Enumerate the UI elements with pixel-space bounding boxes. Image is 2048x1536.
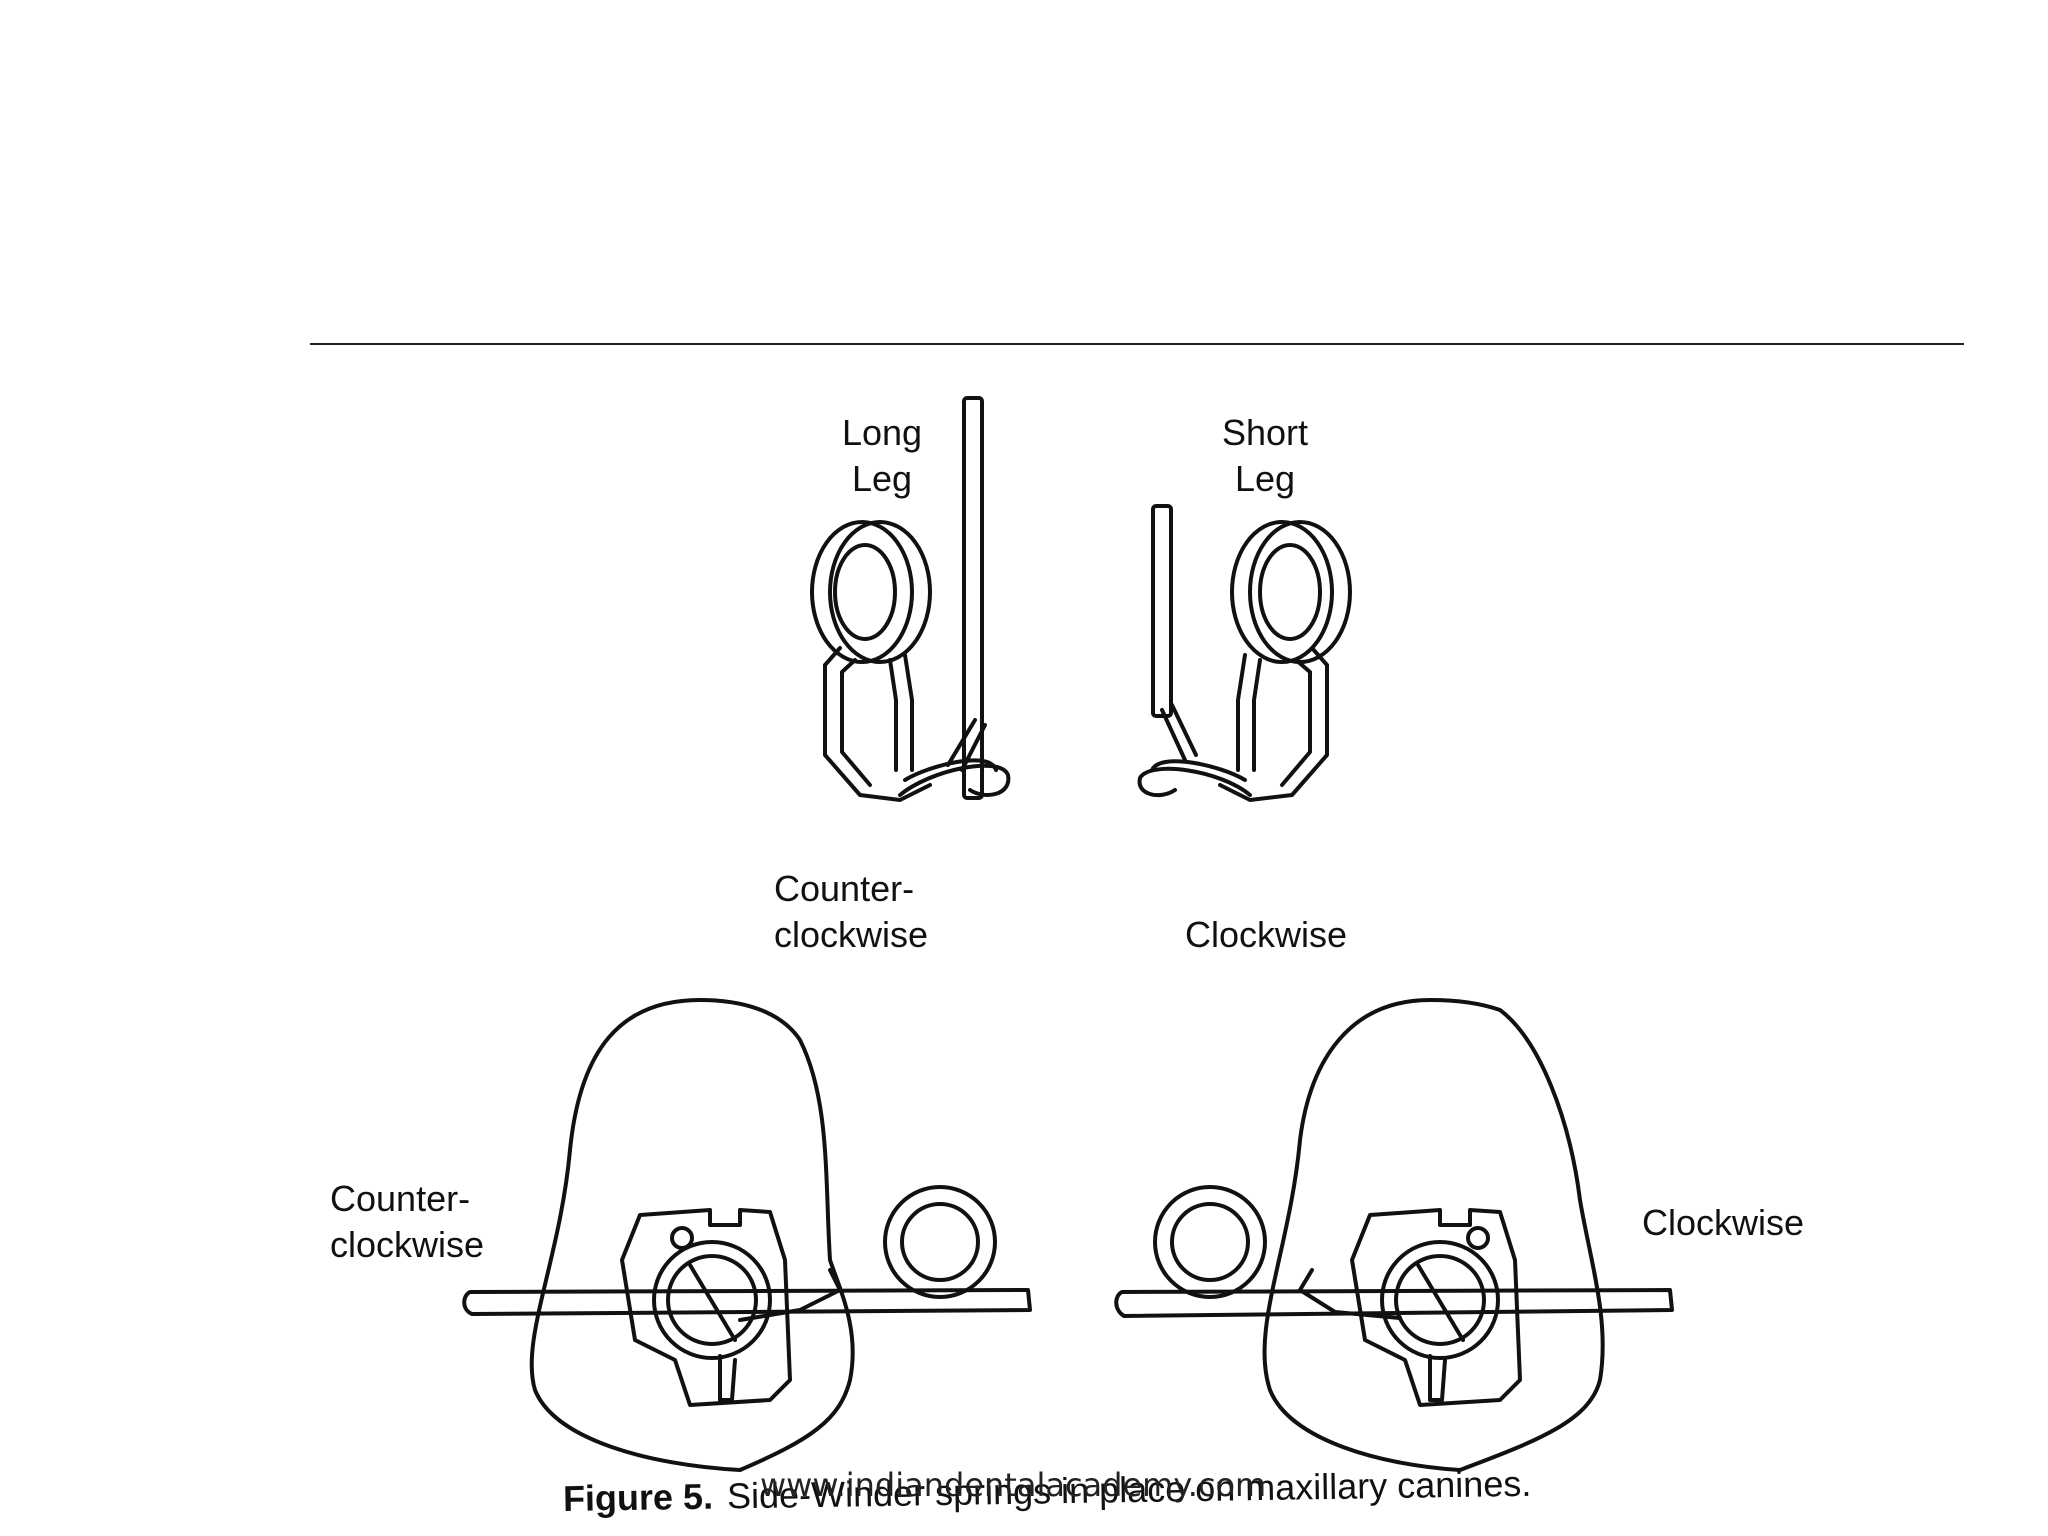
- horizontal-rule: [310, 343, 1964, 345]
- counterclockwise-spring-long-leg: [810, 396, 1011, 802]
- bottom-counterclockwise-line2: clockwise: [330, 1224, 485, 1265]
- long-leg-label-line1: Long: [841, 412, 923, 453]
- short-leg-label-line2: Leg: [1234, 458, 1296, 499]
- bottom-clockwise-text: Clockwise: [1642, 1202, 1805, 1243]
- top-counterclockwise-line1: Counter-: [774, 868, 915, 909]
- figure-number: Figure 5.: [562, 1475, 714, 1519]
- top-counterclockwise-label: Counter- clockwise: [774, 866, 928, 958]
- top-clockwise-label: Clockwise: [1185, 912, 1347, 958]
- left-canine-bracket-assembly: [462, 998, 1032, 1472]
- short-leg-label-line1: Short: [1221, 412, 1309, 453]
- watermark-url: www.indiandentalacademy.com: [760, 1466, 1267, 1504]
- bottom-clockwise-label: Clockwise: [1642, 1200, 1804, 1246]
- right-canine-crown-outline: [1262, 998, 1605, 1472]
- long-leg-label: Long Leg: [832, 410, 932, 502]
- top-clockwise-text: Clockwise: [1185, 914, 1348, 955]
- short-leg-label: Short Leg: [1210, 410, 1320, 502]
- clockwise-spring-short-leg: [1137, 504, 1352, 802]
- long-leg-label-line2: Leg: [851, 458, 913, 499]
- bottom-counterclockwise-line1: Counter-: [330, 1178, 471, 1219]
- bottom-counterclockwise-label: Counter- clockwise: [330, 1176, 484, 1268]
- right-canine-bracket-assembly: [1114, 998, 1674, 1472]
- left-canine-crown-outline: [529, 998, 855, 1472]
- top-counterclockwise-line2: clockwise: [774, 914, 929, 955]
